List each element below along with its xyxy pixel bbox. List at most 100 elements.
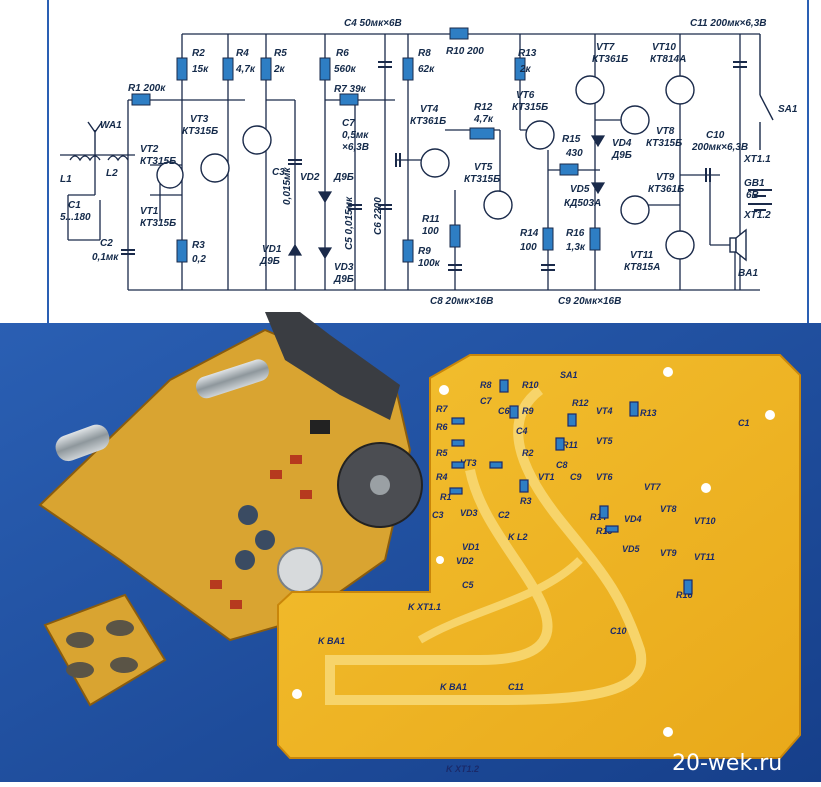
pcb-label-c9: C9 [570,472,582,482]
label-c5: C5 0,015мк [344,196,355,250]
pcb-labels: R8 R10 SA1 C7 R7 R6 C6 R9 R12 VT4 R13 C4… [318,370,750,774]
label-vt2: VT2 [140,144,159,155]
switch-board-photo [43,593,167,707]
label-vt11-type: КТ815А [624,262,660,273]
label-sa1: SA1 [778,104,798,115]
label-vt3: VT3 [190,114,209,125]
label-r6-value: 560к [334,64,357,75]
coil-icon [60,154,135,162]
label-l2: L2 [106,168,118,179]
label-r11: R11 [422,214,440,225]
label-vt8: VT8 [656,126,675,137]
pcb-label-k-ba1-a: K BA1 [318,636,345,646]
label-xt11: XT1.1 [743,154,771,165]
antenna-icon [87,121,103,150]
label-r9-value: 100к [418,258,441,269]
pcb-label-c7: C7 [480,396,492,406]
pcb-label-vt8: VT8 [660,504,677,514]
label-vt9: VT9 [656,172,675,183]
label-vt2-type: КТ315Б [140,156,176,167]
label-vd3: VD3 [334,262,354,273]
label-r13: R13 [518,48,537,59]
pcb-label-vt4: VT4 [596,406,613,416]
assembled-board-photo [38,312,423,642]
pcb-label-r1: R1 [440,492,452,502]
label-r14: R14 [520,228,539,239]
label-vd4: VD4 [612,138,632,149]
schematic-labels: WA1 L1 L2 C1 5...180 R1 200к VT2 КТ315Б … [60,18,798,307]
label-r15-value: 430 [565,148,583,159]
label-vt5: VT5 [474,162,493,173]
pcb-label-r14: R14 [590,512,607,522]
label-vd1-type: Д9Б [259,256,280,267]
pcb-label-c2: C2 [498,510,510,520]
label-vt5-type: КТ315Б [464,174,500,185]
label-r10: R10 200 [446,46,484,57]
speaker-icon [729,228,747,262]
pcb-label-r10: R10 [522,380,539,390]
label-vt11: VT11 [630,250,654,261]
label-c3-value: 0,015мк [282,167,293,205]
label-vd2: VD2 [300,172,320,183]
pcb-label-r12: R12 [572,398,589,408]
pcb-label-vt7: VT7 [644,482,662,492]
pcb-label-vt6: VT6 [596,472,614,482]
label-vd1: VD1 [262,244,282,255]
transistor-symbols [156,75,695,260]
label-ba1: BA1 [738,268,758,279]
pcb-label-c3: C3 [432,510,444,520]
pcb-label-c4: C4 [516,426,528,436]
label-r15: R15 [562,134,581,145]
label-c7-value: 0,5мк [342,130,369,141]
pcb-label-vt5: VT5 [596,436,614,446]
pcb-label-vt1: VT1 [538,472,555,482]
label-vt1-type: КТ315Б [140,218,176,229]
pcb-component-marks [449,379,693,595]
pcb-label-vd1: VD1 [462,542,480,552]
label-vd5-type: КД503А [564,198,601,209]
pcb-label-r3: R3 [520,496,532,506]
pcb-label-k-xt12: K XT1.2 [446,764,479,774]
pcb-label-c1: C1 [738,418,750,428]
label-r4: R4 [236,48,249,59]
pcb-label-vd2: VD2 [456,556,474,566]
label-gb1-value: 6В [746,190,759,201]
pcb-label-k-xt11: K XT1.1 [408,602,441,612]
label-vt9-type: КТ361Б [648,184,684,195]
label-c1-value: 5...180 [60,212,91,223]
label-vd2-type: Д9Б [333,172,354,183]
label-r12-value: 4,7к [473,114,494,125]
label-r11-value: 100 [422,226,439,237]
pcb-label-c5: C5 [462,580,474,590]
diode-symbols [287,135,606,260]
label-r12: R12 [474,102,493,113]
label-c4: C4 50мк×6В [344,18,402,29]
pcb-label-r13: R13 [640,408,657,418]
pcb-label-r2: R2 [522,448,534,458]
pcb-label-c6: C6 [498,406,510,416]
pcb-label-r15: R15 [596,526,614,536]
label-vd5: VD5 [570,184,590,195]
label-r9: R9 [418,246,431,257]
label-r2-value: 15к [192,64,209,75]
label-l1: L1 [60,174,72,185]
label-c7-unit: ×6,3В [342,142,369,153]
pcb-label-sa1: SA1 [560,370,578,380]
label-r8: R8 [418,48,431,59]
pcb-layout [277,354,801,759]
pcb-label-r11: R11 [562,440,578,450]
label-gb1: GB1 [744,178,765,189]
label-r3-value: 0,2 [192,254,206,265]
label-vt1: VT1 [140,206,159,217]
label-c2-value: 0,1мк [92,252,119,263]
label-vd3-type: Д9Б [333,274,354,285]
label-r2: R2 [192,48,205,59]
pcb-label-r9: R9 [522,406,534,416]
pcb-label-r5: R5 [436,448,448,458]
label-c1: C1 [68,200,81,211]
label-r3: R3 [192,240,205,251]
label-vt4: VT4 [420,104,439,115]
label-r4-value: 4,7к [235,64,256,75]
pcb-label-vt3: VT3 [460,458,477,468]
